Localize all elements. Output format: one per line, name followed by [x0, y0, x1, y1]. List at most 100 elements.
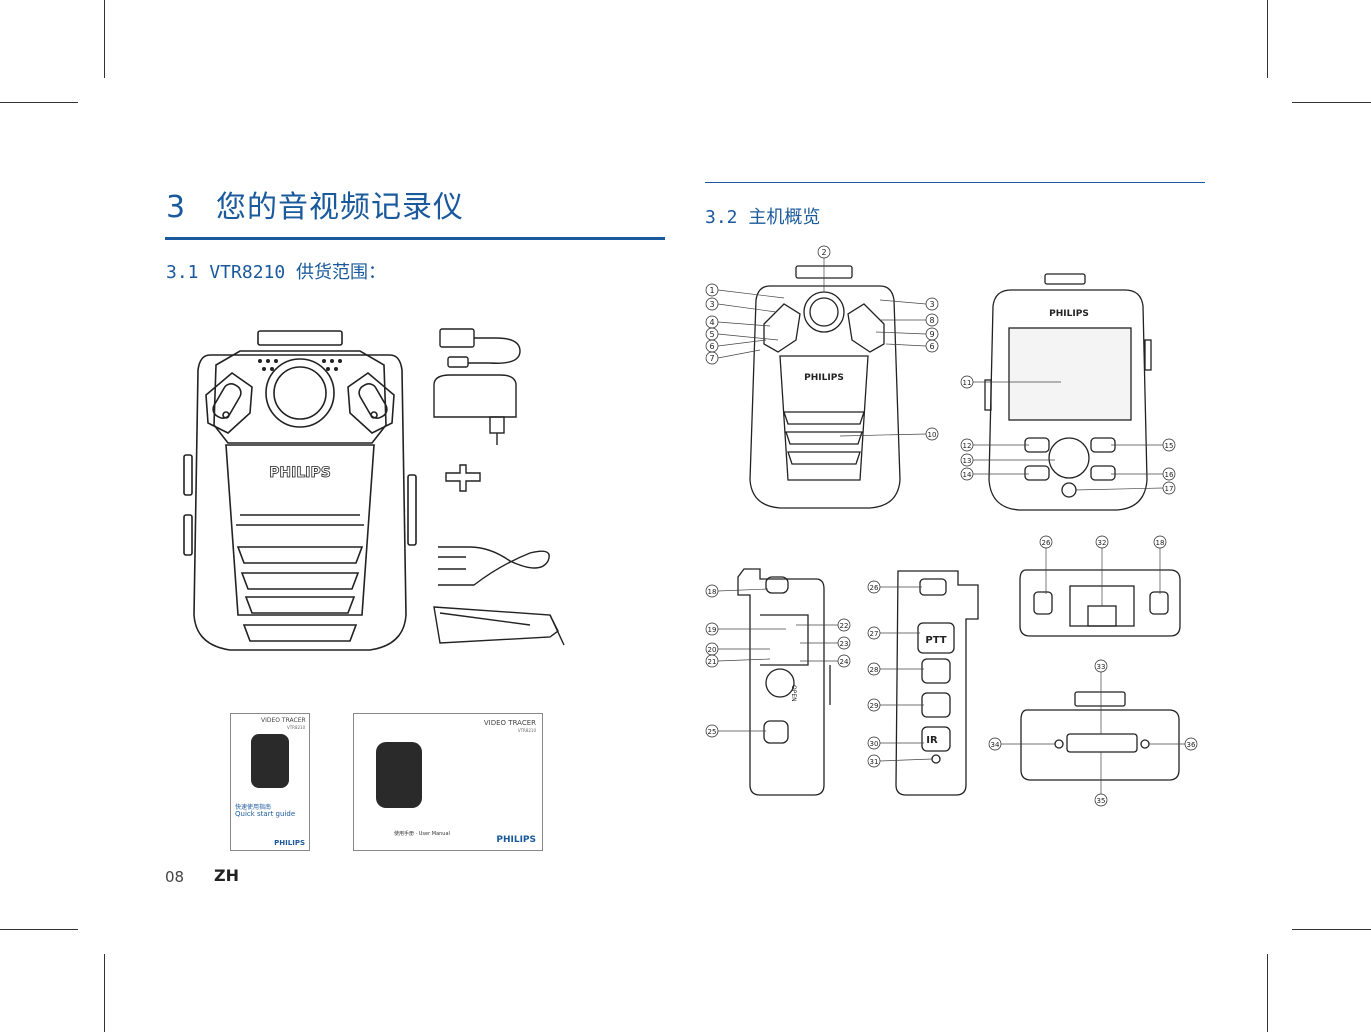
svg-text:6: 6: [709, 342, 714, 351]
crop-mark: [0, 102, 78, 103]
callout-1: 1: [705, 283, 719, 297]
callout-14: 14: [960, 467, 974, 481]
section-3-2-title: 3.2 主机概览: [705, 207, 821, 228]
device-front-illustration: PHILIPS: [183, 330, 417, 651]
callout-10: 10: [925, 427, 939, 441]
chapter-title-text: 您的音视频记录仪: [216, 190, 464, 225]
callout-25: 25: [705, 724, 719, 738]
svg-text:12: 12: [963, 442, 972, 450]
chapter-rule: [165, 237, 665, 240]
top-view-diagram: 26 32 18: [1019, 535, 1181, 637]
svg-text:32: 32: [1098, 539, 1107, 547]
right-side-view-diagram: PTT IR 26 27 28 29 30 31: [867, 570, 979, 796]
svg-text:29: 29: [870, 702, 879, 710]
chapter-number: 3: [166, 190, 187, 225]
svg-text:35: 35: [1097, 797, 1106, 805]
crop-mark: [104, 0, 105, 78]
quick-start-guide: VIDEO TRACER VTR8210 快速使用指南 Quick start …: [230, 713, 310, 851]
charger-icon: [433, 374, 517, 418]
svg-text:8: 8: [929, 316, 934, 325]
user-manual: VIDEO TRACER VTR8210 使用手册 · User Manual …: [353, 713, 543, 851]
callout-15: 15: [1162, 438, 1176, 452]
crop-mark: [1292, 929, 1371, 930]
svg-text:18: 18: [1156, 539, 1165, 547]
svg-text:15: 15: [1165, 442, 1174, 450]
svg-text:2: 2: [821, 248, 826, 257]
guide-title-en: Quick start guide: [235, 810, 296, 818]
callout-18-top: 18: [1153, 535, 1167, 549]
callout-31: 31: [867, 754, 881, 768]
svg-text:6: 6: [929, 342, 934, 351]
callout-9: 9: [925, 327, 939, 341]
callout-2: 2: [817, 245, 831, 259]
svg-text:14: 14: [963, 471, 972, 479]
svg-text:36: 36: [1187, 741, 1196, 749]
callout-28: 28: [867, 662, 881, 676]
callout-13: 13: [960, 453, 974, 467]
svg-text:1: 1: [709, 286, 714, 295]
svg-text:16: 16: [1165, 471, 1174, 479]
page-number: 08: [165, 868, 185, 886]
svg-text:23: 23: [840, 640, 849, 648]
callout-12: 12: [960, 438, 974, 452]
manual-header: VIDEO TRACER: [483, 719, 536, 727]
callout-26: 26: [867, 580, 881, 594]
left-side-view-diagram: OPEN 18 19 20 21 25 22 23 24: [705, 568, 851, 796]
guide-brand: PHILIPS: [274, 839, 305, 847]
callout-23: 23: [837, 636, 851, 650]
back-brand: PHILIPS: [1049, 309, 1089, 319]
callout-22: 22: [837, 618, 851, 632]
callout-16: 16: [1162, 467, 1176, 481]
crop-mark: [0, 929, 78, 930]
open-label: OPEN: [790, 685, 797, 702]
guide-title-cn: 快速使用指南: [235, 804, 272, 811]
callout-20: 20: [705, 642, 719, 656]
svg-text:26: 26: [870, 584, 879, 592]
svg-text:31: 31: [870, 758, 879, 766]
callout-4: 4: [705, 315, 719, 329]
svg-text:19: 19: [708, 626, 717, 634]
callout-32: 32: [1095, 535, 1109, 549]
crop-mark: [1292, 102, 1371, 103]
svg-text:24: 24: [840, 658, 849, 666]
t-key-icon: [445, 464, 481, 492]
ir-button: IR: [926, 735, 938, 746]
callout-30: 30: [867, 736, 881, 750]
svg-text:25: 25: [708, 728, 717, 736]
chapter-title: 3 您的音视频记录仪: [166, 182, 464, 226]
svg-text:3: 3: [709, 300, 714, 309]
section-rule: [705, 182, 1205, 183]
crop-mark: [104, 954, 105, 1032]
svg-text:21: 21: [708, 658, 717, 666]
guide-device-photo: [251, 734, 289, 788]
callout-3-left: 3: [705, 297, 719, 311]
callout-24: 24: [837, 654, 851, 668]
manual-brand: PHILIPS: [496, 835, 536, 845]
accessories-illustration: [433, 328, 565, 646]
manual-title: 使用手册 · User Manual: [394, 831, 450, 837]
callout-8: 8: [925, 313, 939, 327]
svg-text:30: 30: [870, 740, 879, 748]
svg-text:20: 20: [708, 646, 717, 654]
svg-text:18: 18: [708, 588, 717, 596]
svg-text:22: 22: [840, 622, 849, 630]
svg-text:17: 17: [1165, 485, 1174, 493]
callout-27: 27: [867, 626, 881, 640]
callout-33: 33: [1094, 659, 1108, 673]
language-code: ZH: [214, 866, 239, 885]
callout-6-left: 6: [705, 339, 719, 353]
callout-5: 5: [705, 327, 719, 341]
svg-text:4: 4: [709, 318, 714, 327]
svg-text:27: 27: [870, 630, 879, 638]
callout-35: 35: [1094, 793, 1108, 807]
svg-text:26: 26: [1042, 539, 1051, 547]
callout-3-right: 3: [925, 297, 939, 311]
callout-36: 36: [1184, 737, 1198, 751]
svg-text:28: 28: [870, 666, 879, 674]
callout-19: 19: [705, 622, 719, 636]
back-view-diagram: PHILIPS 11 12 13 14 15 16 17: [960, 273, 1176, 511]
callout-11: 11: [960, 375, 974, 389]
callout-17: 17: [1162, 481, 1176, 495]
front-brand: PHILIPS: [804, 373, 844, 383]
svg-text:11: 11: [963, 379, 972, 387]
